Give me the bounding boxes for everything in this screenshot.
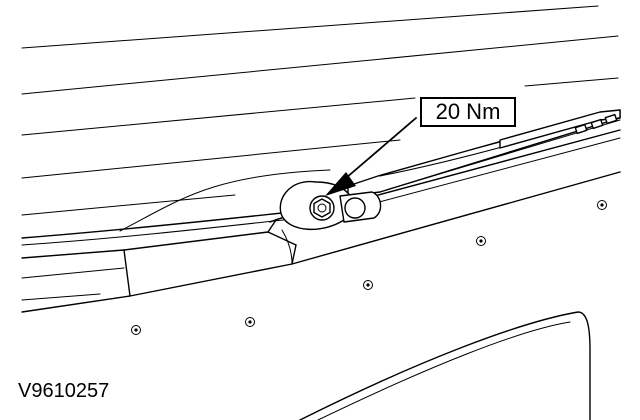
lower-glass-lines <box>21 267 125 301</box>
torque-leader-arrow <box>325 117 417 196</box>
wiper-blade <box>499 109 621 149</box>
clip-icon <box>245 317 255 327</box>
clip-icon <box>476 236 486 246</box>
wiper-pivot <box>279 180 382 231</box>
lower-panel-recess <box>299 311 591 420</box>
clip-icon <box>131 325 141 335</box>
clip-icon <box>363 280 373 290</box>
figure-reference-id: V9610257 <box>18 380 110 402</box>
torque-callout: 20 Nm <box>420 97 516 127</box>
clip-icon <box>597 200 607 210</box>
tailgate-panel <box>21 171 621 313</box>
window-glass-lines <box>21 5 619 232</box>
panel-clips <box>131 200 607 335</box>
